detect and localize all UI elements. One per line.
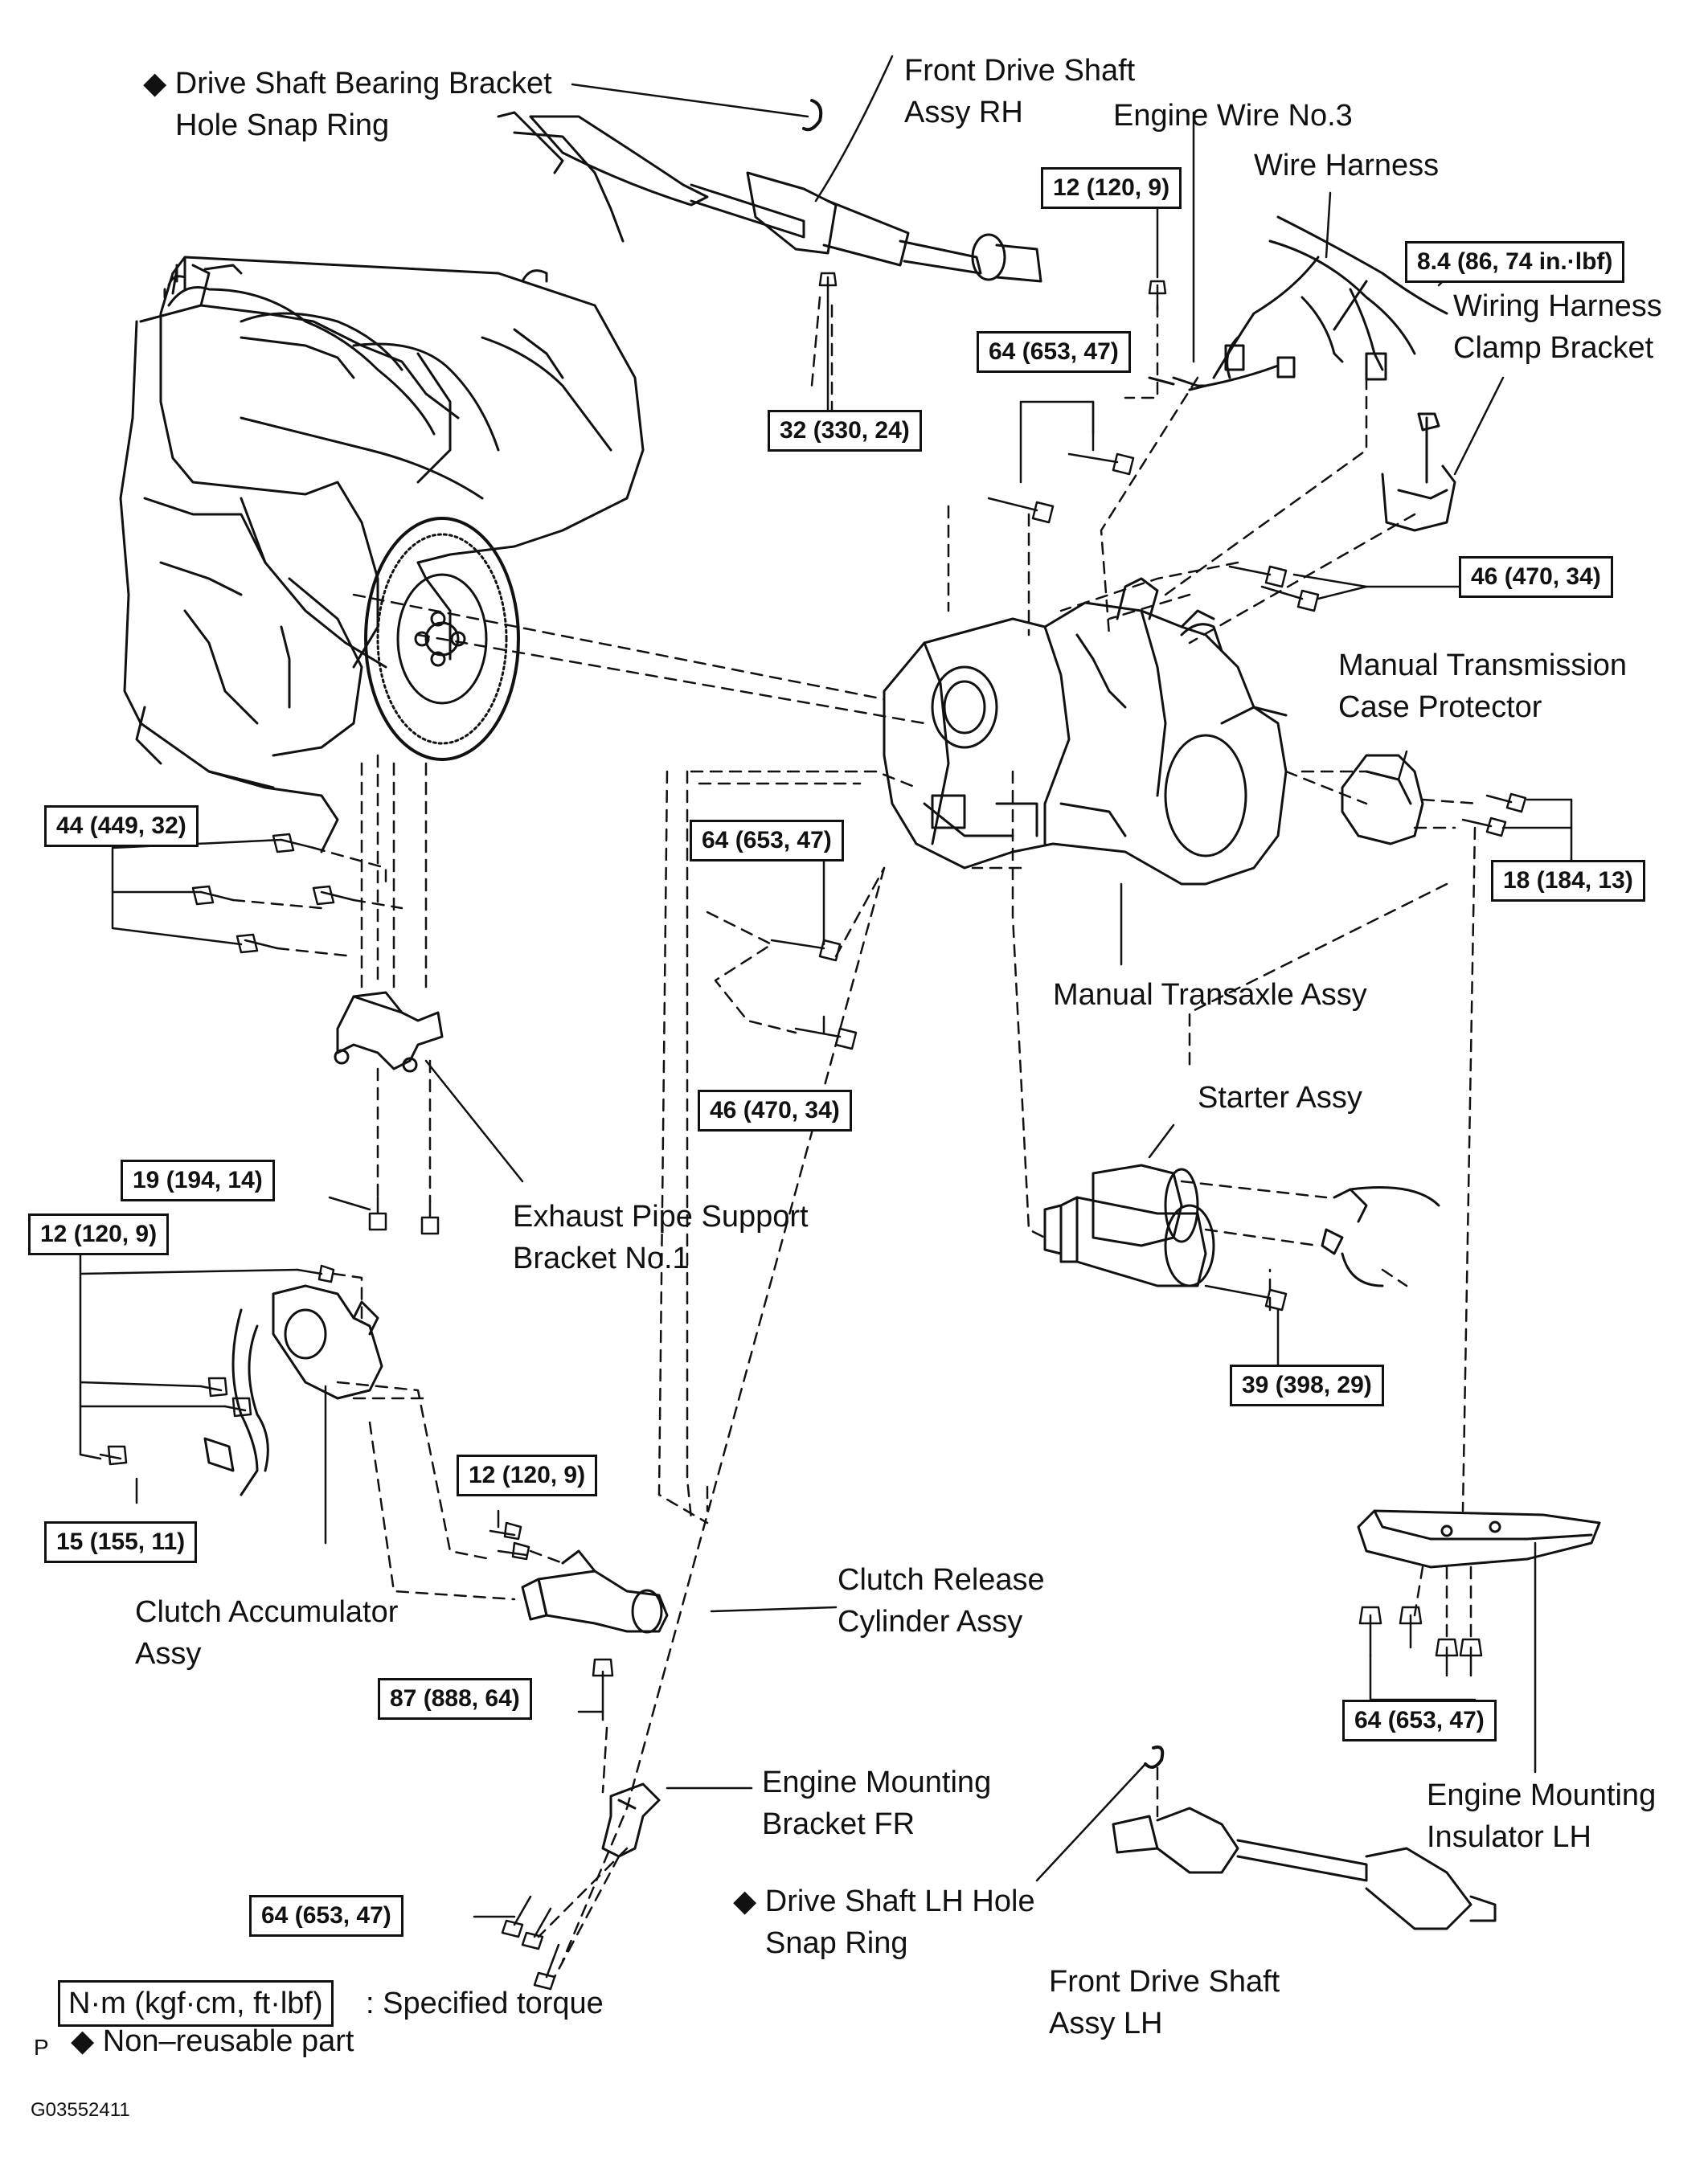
engine-block-icon <box>119 256 645 853</box>
torque-64-653-47-right: 64 (653, 47) <box>1342 1700 1497 1741</box>
torque-44-449-32: 44 (449, 32) <box>44 805 199 847</box>
label-manual-transaxle: Manual Transaxle Assy <box>1053 978 1367 1012</box>
starter-icon <box>1043 1164 1440 1287</box>
legend-torque-text: : Specified torque <box>366 1987 604 2020</box>
mount-bracket-fr-icon <box>601 1782 661 1858</box>
mount-insulator-lh-icon <box>1357 1509 1601 1569</box>
torque-15-155-11: 15 (155, 11) <box>44 1521 198 1563</box>
torque-64-653-47-upper: 64 (653, 47) <box>977 331 1131 373</box>
clutch-release-cylinder-icon <box>521 1549 669 1634</box>
torque-8-4-86-74: 8.4 (86, 74 in.·lbf) <box>1405 241 1625 283</box>
wire-harness-icon <box>1148 215 1448 391</box>
torque-18-184-13: 18 (184, 13) <box>1491 860 1645 902</box>
torque-32-330-24: 32 (330, 24) <box>768 410 922 452</box>
dashed-lines <box>231 296 1481 1979</box>
drive-shaft-rh-icon <box>497 99 1042 283</box>
label-starter: Starter Assy <box>1198 1081 1362 1115</box>
label-engine-wire-no3: Engine Wire No.3 <box>1113 99 1353 133</box>
figure-code: G03552411 <box>31 2099 130 2121</box>
bolt-icon <box>99 272 1527 1991</box>
exhaust-bracket-icon <box>334 991 444 1073</box>
torque-39-398-29: 39 (398, 29) <box>1230 1365 1384 1406</box>
torque-64-653-47-middle: 64 (653, 47) <box>690 820 844 861</box>
torque-12-120-9-left: 12 (120, 9) <box>28 1213 170 1255</box>
transaxle-icon <box>883 577 1288 886</box>
torque-64-653-47-bottom: 64 (653, 47) <box>249 1895 403 1937</box>
legend-torque-unit: N·m (kgf·cm, ft·lbf) <box>58 1980 334 2027</box>
drive-shaft-lh-icon <box>1112 1746 1497 1930</box>
clutch-accumulator-icon <box>203 1284 383 1496</box>
torque-46-470-34-upper: 46 (470, 34) <box>1459 556 1613 598</box>
torque-12-120-9-top: 12 (120, 9) <box>1041 167 1182 209</box>
case-protector-icon <box>1341 754 1424 845</box>
flywheel-icon <box>364 517 520 761</box>
torque-19-194-14: 19 (194, 14) <box>121 1160 275 1201</box>
clamp-bracket-icon <box>1381 412 1456 532</box>
label-wire-harness: Wire Harness <box>1254 149 1440 182</box>
torque-12-120-9-center: 12 (120, 9) <box>457 1455 598 1496</box>
legend-nonreusable: ◆ Non–reusable part <box>71 2024 354 2058</box>
torque-46-470-34-lower: 46 (470, 34) <box>698 1090 852 1132</box>
legend-marker: P <box>34 2035 49 2060</box>
torque-87-888-64: 87 (888, 64) <box>378 1678 532 1720</box>
